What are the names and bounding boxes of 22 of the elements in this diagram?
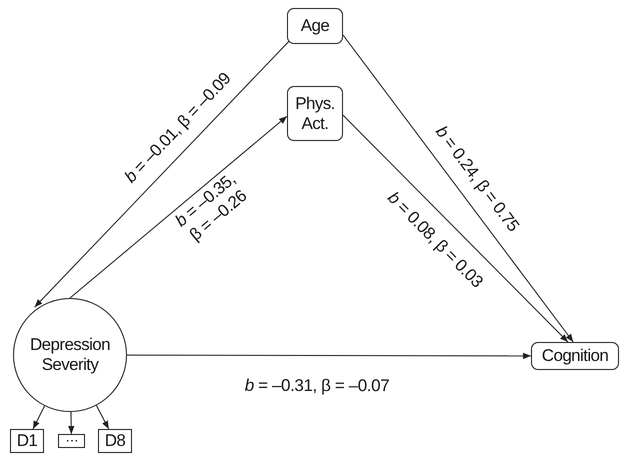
arrow bbox=[32, 405, 45, 430]
node-label: Depression Severity bbox=[29, 335, 111, 375]
arrow bbox=[342, 114, 568, 342]
indicator-box bbox=[10, 429, 44, 453]
arrow bbox=[126, 352, 532, 360]
indicator-box bbox=[98, 429, 132, 453]
arrow bbox=[68, 412, 74, 434]
arrow bbox=[70, 116, 288, 298]
node-label: Cognition bbox=[542, 346, 608, 366]
edge-label: b = –0.31, β = –0.07 bbox=[244, 376, 390, 397]
arrow bbox=[96, 405, 110, 430]
node-label: ⋯ bbox=[65, 435, 78, 447]
variable-box bbox=[287, 8, 343, 44]
node-label: Age bbox=[300, 16, 330, 36]
variable-box bbox=[287, 86, 343, 141]
arrow bbox=[342, 34, 574, 342]
indicator-box bbox=[58, 434, 85, 448]
node-label: Phys. Act. bbox=[294, 94, 336, 134]
variable-box bbox=[531, 342, 619, 370]
node-label: D1 bbox=[16, 431, 38, 451]
arrow bbox=[34, 40, 290, 308]
node-label: D8 bbox=[104, 431, 126, 451]
